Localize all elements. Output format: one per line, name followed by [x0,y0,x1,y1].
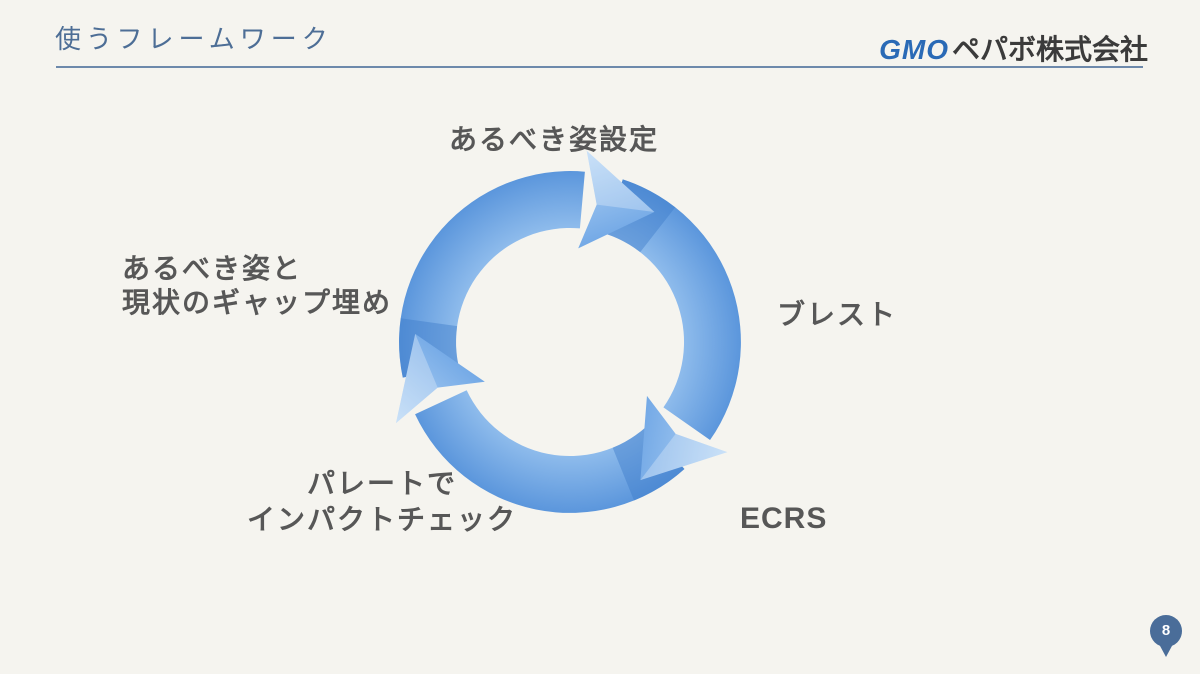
step-label-bottom-left: パレートで インパクトチェック [222,466,542,538]
step-label-line: あるべき姿と [122,253,303,284]
step-label-line: パレートで [306,468,457,499]
page-number: 8 [1161,622,1171,639]
step-label-line: 現状のギャップ埋め [122,287,393,318]
step-label-left: あるべき姿と 現状のギャップ埋め [122,252,392,320]
page-number-pin-tail [1159,644,1173,657]
logo-company-text: ペパボ株式会社 [951,34,1148,65]
step-label-line: インパクトチェック [246,504,517,535]
step-label-line: ECRS [740,502,828,535]
step-label-top: あるべき姿設定 [449,123,659,157]
page-number-pin: 8 [1150,615,1182,647]
step-label-line: ブレスト [777,299,898,330]
title-divider [56,66,1143,68]
step-label-right: ブレスト [777,298,897,332]
logo-gmo-text: GMO [879,34,949,65]
step-label-bottom-right: ECRS [740,502,827,536]
step-label-line: あるべき姿設定 [449,124,660,155]
slide-title: 使うフレームワーク [55,25,333,54]
